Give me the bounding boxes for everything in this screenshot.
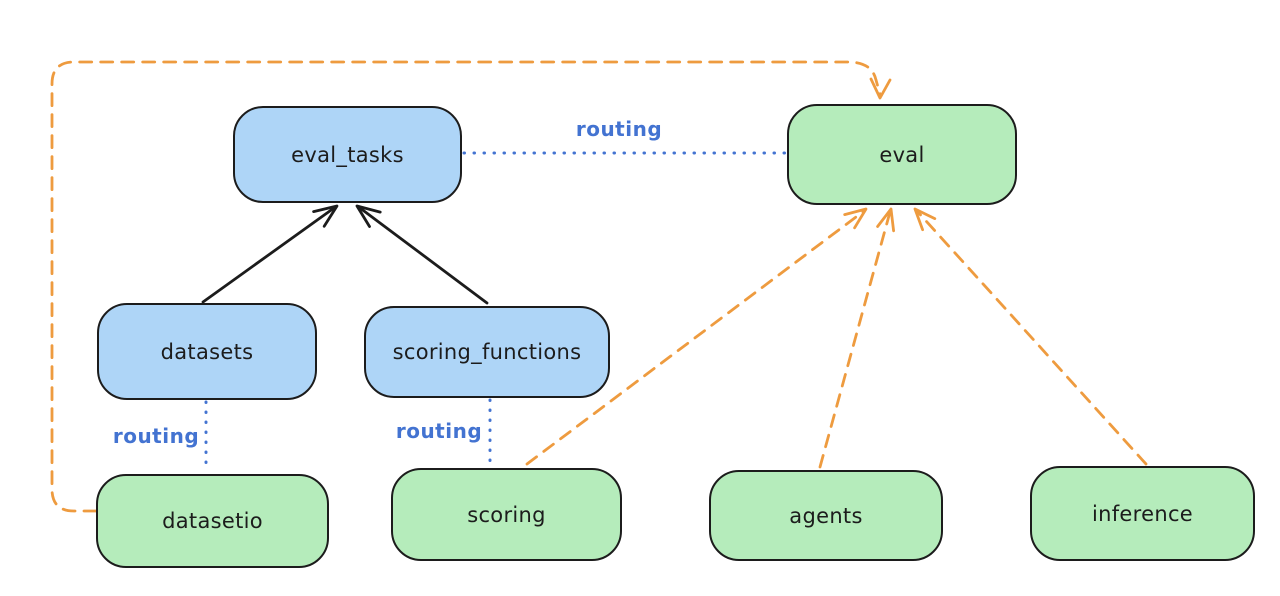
edge-datasets-to-eval-tasks: [201, 204, 339, 304]
node-datasets-label: datasets: [160, 339, 254, 364]
node-inference-label: inference: [1091, 501, 1194, 526]
node-eval-tasks-label: eval_tasks: [291, 142, 404, 167]
routing-label-eval-tasks-eval: routing: [575, 117, 663, 141]
node-agents-label: agents: [789, 503, 863, 528]
edge-scoring-to-eval: [525, 207, 868, 466]
node-eval: eval: [787, 104, 1017, 205]
node-datasetio-label: datasetio: [162, 509, 263, 533]
node-datasets: datasets: [97, 303, 317, 400]
routing-label-scoring-functions-scoring: routing: [395, 419, 483, 443]
node-eval-label: eval: [879, 142, 925, 167]
routing-label-datasets-datasetio: routing: [112, 424, 200, 448]
node-scoring: scoring: [391, 468, 622, 561]
node-scoring-functions-label: scoring_functions: [392, 340, 582, 364]
node-scoring-functions: scoring_functions: [364, 306, 610, 398]
node-scoring-label: scoring: [467, 502, 546, 527]
node-inference: inference: [1030, 466, 1255, 561]
edge-scoring-functions-to-eval-tasks: [355, 204, 489, 305]
edge-datasetio-to-eval: [50, 60, 892, 513]
edge-inference-to-eval: [913, 207, 1148, 466]
node-eval-tasks: eval_tasks: [233, 106, 462, 203]
node-agents: agents: [709, 470, 943, 561]
edge-agents-to-eval: [818, 207, 895, 469]
node-datasetio: datasetio: [96, 474, 329, 568]
